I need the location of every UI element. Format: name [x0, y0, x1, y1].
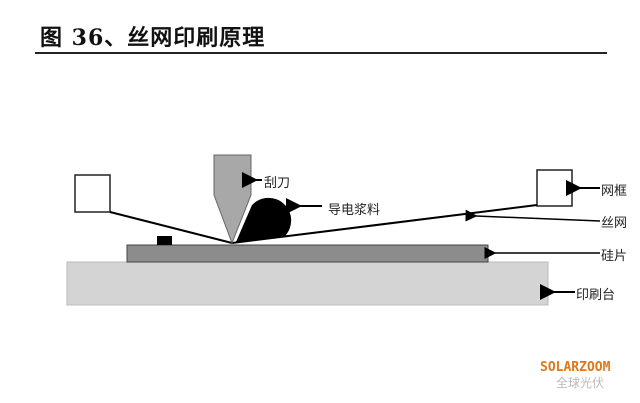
figure-title: 图 36、丝网印刷原理	[40, 25, 266, 51]
title-divider	[35, 52, 607, 54]
label-screen: 丝网	[601, 216, 628, 231]
paste-deposit	[157, 236, 172, 245]
label-paste: 导电浆料	[328, 203, 381, 218]
right-frame	[536, 169, 573, 207]
conductive-paste	[236, 197, 292, 242]
label-frame: 网框	[601, 184, 628, 199]
label-squeegee: 刮刀	[264, 176, 291, 191]
watermark-sub: 全球光伏	[556, 376, 605, 390]
watermark-brand: SOLARZOOM	[540, 360, 611, 375]
silicon-wafer	[126, 244, 489, 263]
squeegee-blade	[213, 154, 252, 245]
screen-mesh-right	[231, 204, 538, 244]
left-frame	[74, 174, 111, 213]
label-table: 印刷台	[576, 288, 616, 303]
screen-mesh-left	[109, 211, 233, 244]
label-wafer: 硅片	[601, 249, 628, 264]
print-table	[66, 261, 549, 306]
arrow-screen	[465, 209, 601, 222]
